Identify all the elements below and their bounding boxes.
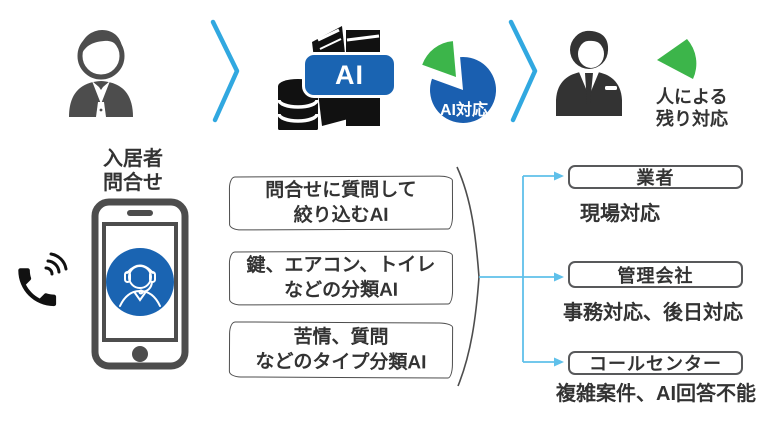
destination-desc-management: 事務対応、後日対応: [563, 302, 743, 324]
chevron-right-icon: [508, 19, 538, 123]
connector-lines: [479, 171, 564, 367]
human-remainder-label: 人による 残り対応: [656, 86, 728, 130]
phone-receiver-icon: [18, 252, 68, 307]
destination-desc-contractor: 現場対応: [580, 203, 660, 225]
inquiry-caption-line2: 問合せ: [103, 172, 163, 194]
inquiry-caption-line1: 入居者: [103, 148, 163, 170]
person-icon: [69, 30, 133, 117]
ai-box-narrowing-line1: 問合せに質問して: [265, 179, 417, 202]
chevron-right-icon: [210, 19, 240, 123]
ai-box-category-line2: などの分類AI: [283, 279, 399, 302]
human-remainder-line1: 人による: [656, 87, 728, 107]
ai-box-narrowing: 問合せに質問して 絞り込むAI: [228, 175, 454, 231]
ai-box-type: 苦情、質問 などのタイプ分類AI: [228, 321, 454, 379]
destination-box-callcenter: コールセンター: [568, 351, 743, 375]
destination-desc-callcenter: 複雑案件、AI回答不能: [556, 383, 756, 405]
destination-box-management: 管理会社: [568, 261, 743, 288]
destination-box-contractor: 業者: [568, 165, 743, 189]
ai-badge: AI: [302, 52, 397, 98]
inquiry-caption: 入居者 問合せ: [84, 147, 182, 195]
pie-chart-icon: [422, 41, 497, 123]
smartphone-icon: [91, 198, 189, 370]
businessperson-icon: [556, 30, 622, 116]
sound-waves-icon: [44, 252, 68, 276]
arrowheads: [554, 171, 564, 367]
human-remainder-line2: 残り対応: [656, 109, 728, 129]
ai-box-type-line1: 苦情、質問: [293, 326, 389, 349]
support-operator-icon: [106, 248, 174, 316]
ai-box-category-line1: 鍵、エアコン、トイレ: [246, 254, 436, 277]
pie-slice-icon: [657, 39, 697, 79]
ai-box-narrowing-line2: 絞り込むAI: [293, 204, 389, 227]
ai-box-category: 鍵、エアコン、トイレ などの分類AI: [228, 250, 454, 306]
ai-box-type-line2: などのタイプ分類AI: [255, 351, 427, 374]
pie-chart-label: AI対応: [439, 102, 488, 119]
